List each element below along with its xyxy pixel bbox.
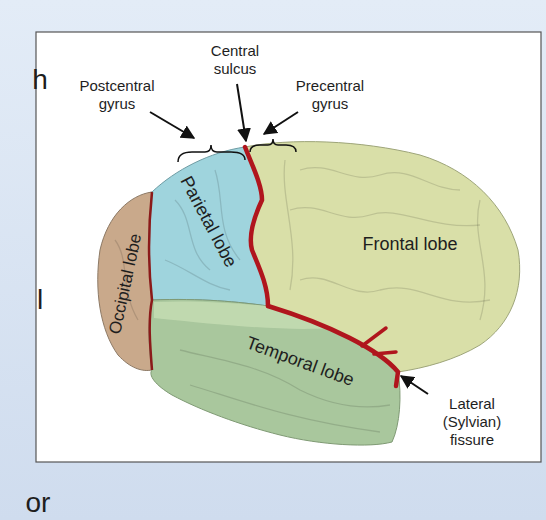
gyrus-line (290, 208, 480, 226)
gyrus-line (284, 160, 293, 290)
structure-label: Postcentral gyrus (71, 77, 163, 113)
leader-arrow (150, 112, 194, 138)
occipital-boundary (149, 192, 152, 370)
lobe-label: Frontal lobe (362, 234, 457, 256)
figure-frame (36, 32, 541, 462)
slide-text-fragment: or (26, 486, 51, 520)
gyrus-line (300, 168, 460, 190)
temporal-lobe-region (149, 299, 400, 445)
temporal-upper-strip (154, 301, 330, 328)
postcentral-brace (178, 145, 245, 162)
slide-text-fragment: l (37, 283, 43, 317)
structure-label: Central sulcus (199, 42, 271, 78)
structure-label: Precentral gyrus (284, 77, 376, 113)
structure-label: Lateral (Sylvian) fissure (436, 395, 508, 449)
gyrus-line (478, 200, 485, 320)
fissure-branch (374, 352, 396, 354)
central-sulcus-line (245, 147, 268, 306)
fissure-branch (362, 328, 386, 346)
precentral-brace (250, 139, 296, 152)
leader-arrow (401, 376, 428, 394)
gyrus-line (190, 385, 380, 432)
occipital-lobe-region (98, 192, 152, 370)
leader-arrow (264, 112, 298, 134)
gyrus-line (300, 278, 490, 302)
slide-text-fragment: h (32, 63, 48, 97)
parietal-lobe-region (149, 147, 268, 306)
gyri-texture (115, 160, 490, 432)
leader-arrow (237, 84, 246, 141)
